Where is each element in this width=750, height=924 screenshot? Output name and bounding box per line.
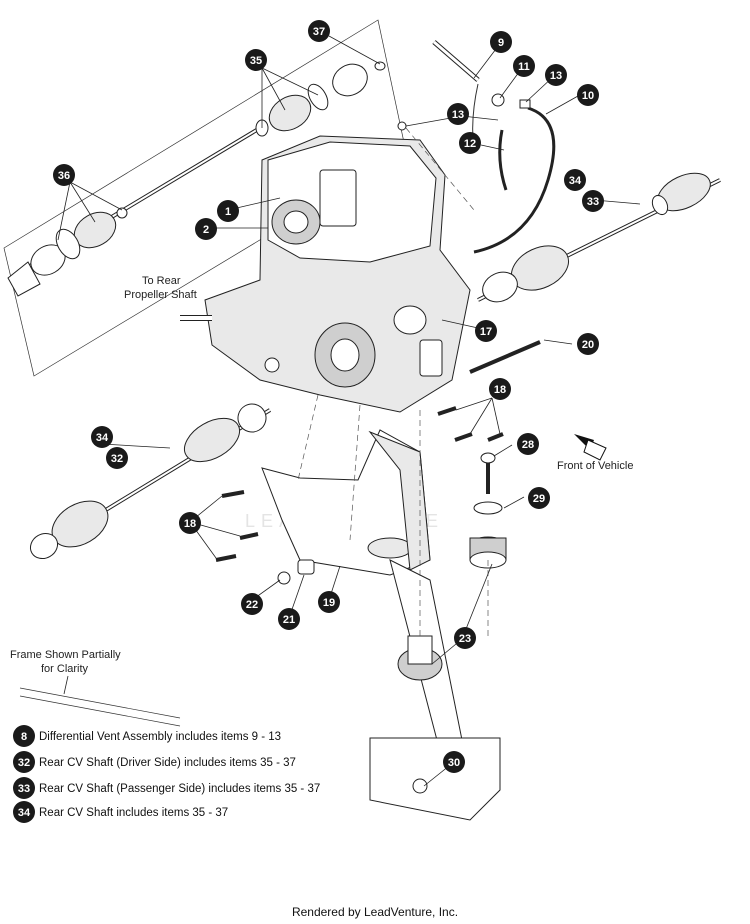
- svg-text:18: 18: [494, 384, 506, 396]
- callout-23: 23: [454, 627, 476, 649]
- legend-item-33: 33 Rear CV Shaft (Passenger Side) includ…: [13, 777, 320, 799]
- svg-text:37: 37: [313, 26, 325, 38]
- callout-20: 20: [577, 333, 599, 355]
- callout-2: 2: [195, 218, 217, 240]
- callout-1: 1: [217, 200, 239, 222]
- frame-note-line1: Frame Shown Partially: [10, 649, 121, 661]
- svg-text:36: 36: [58, 170, 70, 182]
- svg-text:8: 8: [21, 731, 27, 743]
- svg-text:9: 9: [498, 37, 504, 49]
- svg-text:12: 12: [464, 138, 476, 150]
- svg-text:22: 22: [246, 599, 258, 611]
- svg-text:13: 13: [452, 109, 464, 121]
- footer-credit: Rendered by LeadVenture, Inc.: [291, 905, 459, 919]
- svg-text:32: 32: [111, 453, 123, 465]
- svg-text:2: 2: [203, 224, 209, 236]
- callout-34-lower: 34: [91, 426, 113, 448]
- svg-text:33: 33: [18, 783, 30, 795]
- passenger-cv-shaft: [477, 172, 721, 303]
- svg-text:1: 1: [225, 206, 231, 218]
- callout-34-upper: 34: [564, 169, 586, 191]
- svg-text:13: 13: [550, 70, 562, 82]
- svg-text:18: 18: [184, 518, 196, 530]
- svg-text:10: 10: [582, 90, 594, 102]
- svg-text:30: 30: [448, 757, 460, 769]
- callout-18-right: 18: [489, 378, 511, 400]
- callout-13-lower: 13: [447, 103, 469, 125]
- svg-text:Rear CV Shaft includes items 3: Rear CV Shaft includes items 35 - 37: [39, 807, 228, 819]
- svg-text:34: 34: [96, 432, 109, 444]
- svg-text:Rear CV Shaft (Passenger Side): Rear CV Shaft (Passenger Side) includes …: [39, 783, 320, 795]
- vent-assembly: [397, 40, 556, 254]
- svg-text:11: 11: [518, 61, 530, 73]
- callout-19: 19: [318, 591, 340, 613]
- svg-text:20: 20: [582, 339, 594, 351]
- svg-text:34: 34: [18, 807, 31, 819]
- svg-text:21: 21: [283, 614, 295, 626]
- callout-21: 21: [278, 608, 300, 630]
- svg-text:23: 23: [459, 633, 471, 645]
- callout-12: 12: [459, 132, 481, 154]
- svg-text:19: 19: [323, 597, 335, 609]
- frame: [19, 559, 501, 821]
- svg-text:Rear CV Shaft (Driver Side) in: Rear CV Shaft (Driver Side) includes ite…: [39, 757, 296, 769]
- transaxle-housing: [180, 135, 471, 413]
- svg-text:33: 33: [587, 196, 599, 208]
- to-rear-label-line2: Propeller Shaft: [124, 289, 197, 301]
- svg-text:29: 29: [533, 493, 545, 505]
- callout-37: 37: [308, 20, 330, 42]
- callout-13-upper: 13: [545, 64, 567, 86]
- callout-30: 30: [443, 751, 465, 773]
- callout-22: 22: [241, 593, 263, 615]
- legend: 8 Differential Vent Assembly includes it…: [13, 725, 320, 823]
- callout-35: 35: [245, 49, 267, 71]
- frame-note-line2: for Clarity: [41, 663, 89, 675]
- to-rear-label-line1: To Rear: [142, 275, 181, 287]
- callout-17: 17: [475, 320, 497, 342]
- front-direction-arrow-icon: [574, 434, 607, 461]
- callout-36: 36: [53, 164, 75, 186]
- callout-29: 29: [528, 487, 550, 509]
- upper-cv-shaft-panel: [3, 19, 407, 377]
- callout-28: 28: [517, 433, 539, 455]
- legend-item-34: 34 Rear CV Shaft includes items 35 - 37: [13, 801, 228, 823]
- legend-item-32: 32 Rear CV Shaft (Driver Side) includes …: [13, 751, 296, 773]
- svg-text:28: 28: [522, 439, 534, 451]
- front-of-vehicle-label: Front of Vehicle: [557, 460, 633, 472]
- legend-item-8: 8 Differential Vent Assembly includes it…: [13, 725, 281, 747]
- svg-text:Differential Vent Assembly inc: Differential Vent Assembly includes item…: [39, 731, 281, 743]
- svg-text:17: 17: [480, 326, 492, 338]
- callout-18-left: 18: [179, 512, 201, 534]
- callout-32: 32: [106, 447, 128, 469]
- svg-text:32: 32: [18, 757, 30, 769]
- callout-33: 33: [582, 190, 604, 212]
- callout-10: 10: [577, 84, 599, 106]
- driver-cv-shaft: [29, 403, 272, 560]
- callout-11: 11: [513, 55, 535, 77]
- mount-bracket: [261, 429, 431, 576]
- svg-text:35: 35: [250, 55, 262, 67]
- svg-text:34: 34: [569, 175, 582, 187]
- callout-9: 9: [490, 31, 512, 53]
